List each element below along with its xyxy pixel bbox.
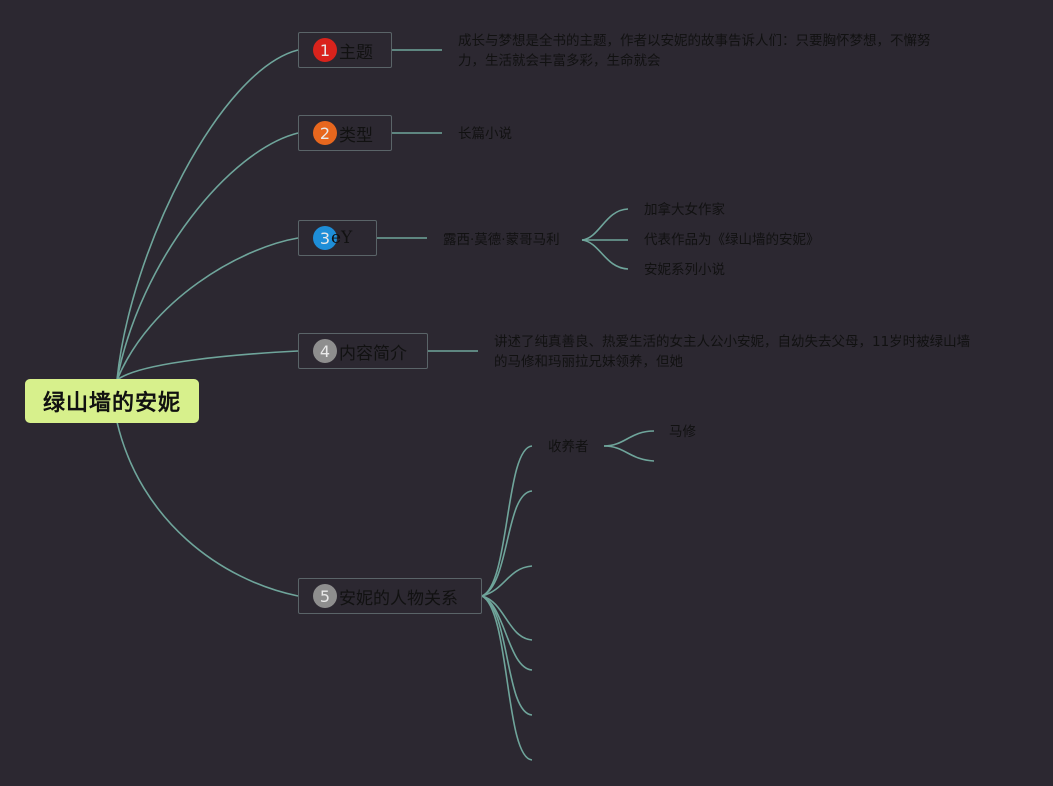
number-badge-2: 2	[313, 121, 337, 145]
link-root-b1	[116, 49, 299, 381]
number-badge-3: 3	[313, 226, 337, 250]
summary-detail-line-1[interactable]: 讲述了纯真善良、热爱生活的女主人公小安妮，自幼失去父母，11岁时被绿山墙	[494, 334, 971, 350]
branch-label: 安妮的人物关系	[339, 588, 458, 609]
relation-adopter[interactable]: 收养者	[548, 439, 589, 455]
adopter-child-matthew[interactable]: 马修	[669, 424, 696, 440]
branch-theme[interactable]: 1 主题	[298, 32, 392, 68]
link-b5-r4	[481, 595, 533, 641]
branch-relations[interactable]: 5 安妮的人物关系	[298, 578, 482, 614]
theme-detail-line-1[interactable]: 成长与梦想是全书的主题，作者以安妮的故事告诉人们：只要胸怀梦想，不懈努	[458, 33, 931, 49]
branch-label: 类型	[339, 125, 373, 146]
link-root-b3	[116, 237, 299, 381]
branch-label: 主题	[339, 42, 373, 63]
number-badge-1: 1	[313, 38, 337, 62]
author-child-2[interactable]: 代表作品为《绿山墙的安妮》	[644, 232, 820, 248]
link-root-b2	[116, 132, 299, 381]
author-child-1[interactable]: 加拿大女作家	[644, 202, 725, 218]
theme-detail-line-2[interactable]: 力，生活就会丰富多彩，生命就会	[458, 53, 661, 69]
root-node[interactable]: 绿山墙的安妮	[25, 379, 199, 423]
link-root-b5	[116, 421, 299, 597]
genre-detail[interactable]: 长篇小说	[458, 126, 512, 142]
link-b5-r1	[481, 445, 533, 597]
branch-author[interactable]: 3 eY	[298, 220, 377, 256]
branch-summary[interactable]: 4 内容简介	[298, 333, 428, 369]
branch-label: eY	[331, 228, 353, 248]
link-b5-r6	[481, 595, 533, 716]
author-child-3[interactable]: 安妮系列小说	[644, 262, 725, 278]
branch-label: 内容简介	[339, 343, 407, 364]
root-label: 绿山墙的安妮	[42, 391, 181, 416]
link-author-c1	[581, 208, 629, 241]
branch-genre[interactable]: 2 类型	[298, 115, 392, 151]
link-b5-r7	[481, 595, 533, 761]
number-badge-4: 4	[313, 339, 337, 363]
author-name[interactable]: 露西·莫德·蒙哥马利	[443, 232, 560, 248]
summary-detail-line-2[interactable]: 的马修和玛丽拉兄妹领养，但她	[494, 354, 683, 370]
link-author-c3	[581, 239, 629, 270]
link-adopter-c1	[603, 430, 655, 447]
link-adopter-c2	[603, 445, 655, 462]
link-root-b4	[116, 350, 299, 381]
link-b5-r2	[481, 490, 533, 597]
number-badge-5: 5	[313, 584, 337, 608]
link-b5-r3	[481, 565, 533, 597]
